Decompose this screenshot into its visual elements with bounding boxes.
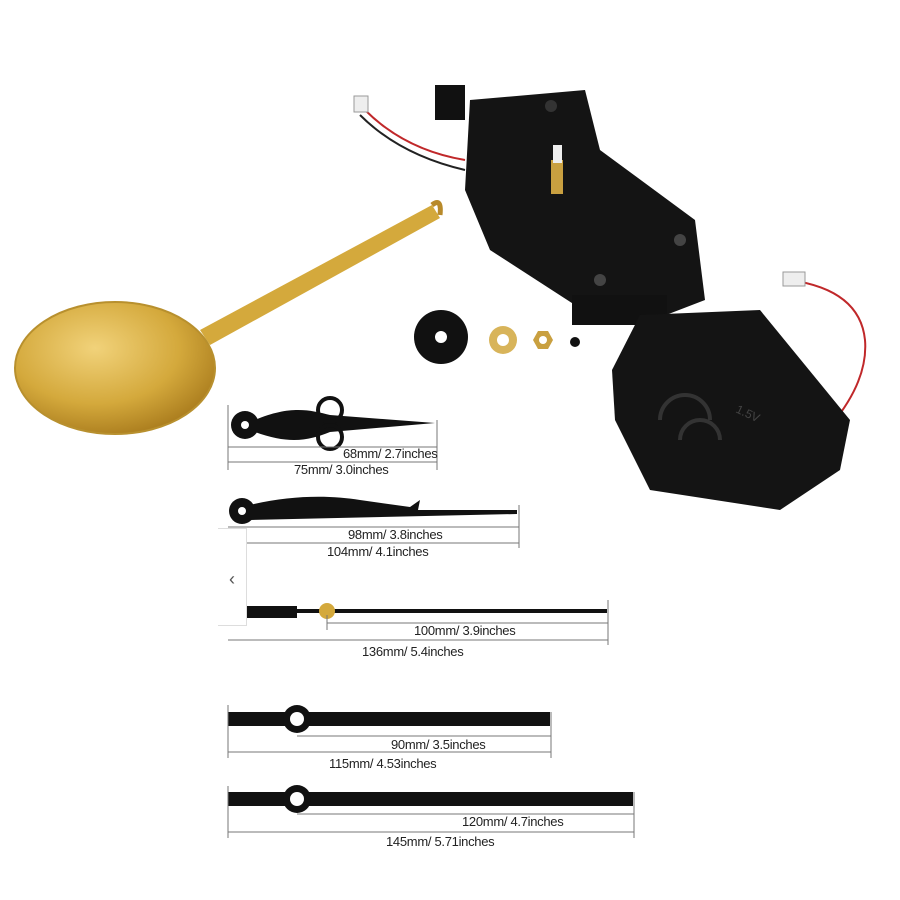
dimension-label: 120mm/ 4.7inches <box>462 814 564 829</box>
previous-image-button[interactable]: ‹ <box>218 528 247 626</box>
dimension-label: 104mm/ 4.1inches <box>327 544 429 559</box>
dimension-label: 90mm/ 3.5inches <box>391 737 486 752</box>
dimension-label: 100mm/ 3.9inches <box>414 623 516 638</box>
dimension-label: 145mm/ 5.71inches <box>386 834 495 849</box>
dimension-label: 98mm/ 3.8inches <box>348 527 443 542</box>
washers-nuts <box>414 310 580 364</box>
dimension-label: 115mm/ 4.53inches <box>329 756 437 771</box>
dimension-label: 136mm/ 5.4inches <box>362 644 464 659</box>
dimension-label: 75mm/ 3.0inches <box>294 462 389 477</box>
clock-hands <box>228 396 633 813</box>
pendulum <box>14 200 443 435</box>
dimension-lines <box>227 405 635 838</box>
clock-movement <box>353 85 705 325</box>
battery-box: 1.5V <box>612 271 867 510</box>
dimension-label: 68mm/ 2.7inches <box>343 446 438 461</box>
